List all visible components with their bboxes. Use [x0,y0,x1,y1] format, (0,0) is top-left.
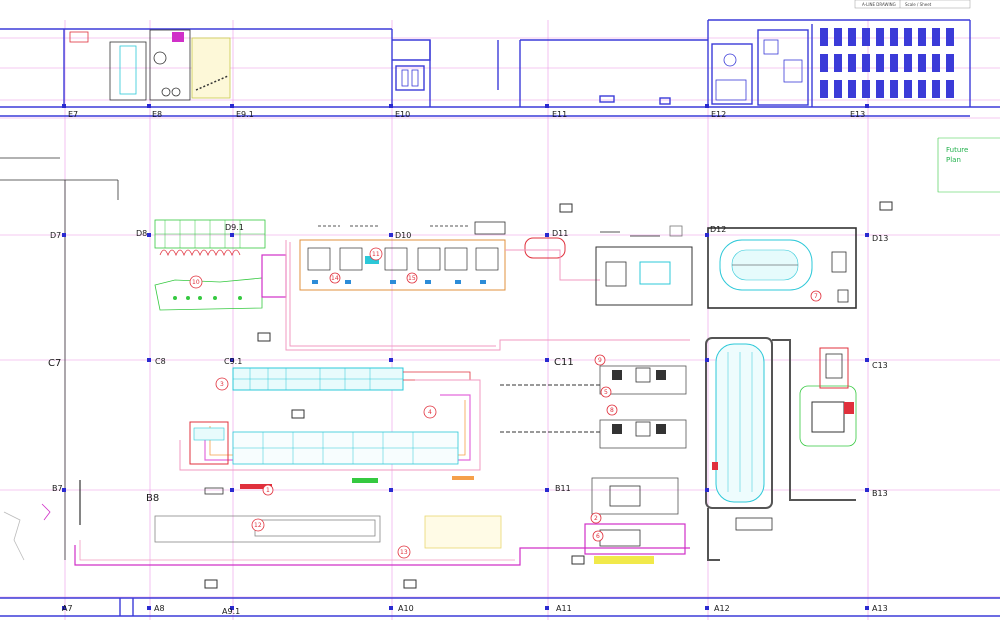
grid-label: E7 [68,110,78,119]
station-3-marker: 3 [215,377,229,391]
cyan-line-c8 [232,367,471,391]
future-note-line2: Plan [946,156,961,164]
svg-text:15: 15 [408,275,416,282]
left-boundary [0,157,119,560]
assembly-line-top [299,221,566,291]
grid-label: D11 [552,229,568,238]
grid-label: E11 [552,110,567,119]
future-note: Future Plan [937,137,1000,193]
station-15-marker: 15 [406,272,418,284]
conveyor-c12 [705,337,856,561]
title-block: A-LINE DRAWING Scale / Sheet [854,0,971,9]
svg-text:3: 3 [220,381,224,388]
storage-racks [820,28,954,98]
station-12-marker: 12 [251,518,265,532]
future-note-line1: Future [946,146,968,154]
grid-label: A13 [872,604,888,613]
station-5-marker: 5 [600,386,612,398]
grid-label: E10 [395,110,410,119]
svg-text:11: 11 [372,251,380,258]
grid-label: B7 [52,484,63,493]
workbench-line [189,421,474,495]
grid-labels-top: E7 E8 E9.1 E10 E11 E12 E13 [68,110,865,119]
test-cell-d11 [595,225,693,306]
grid-labels-row-d: D7 D8 D9.1 D10 D11 D12 D13 [50,223,888,243]
grid-label: A12 [714,604,730,613]
svg-text:1: 1 [266,487,270,494]
station-7-marker: 7 [810,290,822,302]
station-11-marker: 11 [369,247,383,261]
title-block-right: Scale / Sheet [905,2,932,7]
grid-label: C13 [872,361,888,370]
svg-text:5: 5 [604,389,608,396]
grid-label: A11 [556,604,572,613]
svg-text:4: 4 [428,409,432,416]
green-station-top [154,219,287,311]
grid-label: E8 [152,110,162,119]
grid-label: A10 [398,604,414,613]
svg-text:13: 13 [400,549,408,556]
column-markers [62,104,869,610]
grid-lines [0,20,1000,620]
stations-c11 [500,365,687,449]
grid-label: E12 [711,110,726,119]
station-14-marker: 14 [329,272,341,284]
grid-label: B8 [146,493,159,504]
grid-label: C11 [554,357,574,368]
grid-labels-row-c: C7 C8 C9.1 C11 C13 [48,357,888,370]
grid-label: C9.1 [224,357,242,366]
grid-label: D7 [50,231,61,240]
svg-text:9: 9 [598,357,602,364]
svg-text:12: 12 [254,522,262,529]
utility-room [69,29,231,101]
grid-label: C7 [48,358,61,369]
grid-label: E13 [850,110,865,119]
grid-label: D10 [395,231,411,240]
lower-line [74,480,690,566]
left-sketch [3,503,51,561]
svg-text:10: 10 [192,279,200,286]
grid-label: C8 [155,357,166,366]
grid-label: E9.1 [236,110,254,119]
station-8-marker: 8 [606,404,618,416]
building-walls [0,19,1000,617]
grid-labels-bottom: A7 A8 A9.1 A10 A11 A12 A13 [62,604,888,616]
office-furniture [401,39,803,101]
cell-d12 [707,227,857,309]
grid-label: D12 [710,225,726,234]
title-block-left: A-LINE DRAWING [862,2,896,7]
station-1-marker: 1 [262,484,274,496]
svg-text:14: 14 [331,275,339,282]
grid-label: D8 [136,229,147,238]
grid-label: A8 [154,604,165,613]
svg-text:6: 6 [596,533,600,540]
station-2-marker: 2 [590,512,602,524]
green-station-c13 [799,347,857,447]
grid-label: A9.1 [222,607,240,616]
svg-text:2: 2 [594,515,598,522]
grid-label: B13 [872,489,888,498]
station-10-marker: 10 [189,275,203,289]
grid-label: D9.1 [225,223,244,232]
station-6-marker: 6 [592,530,604,542]
svg-text:8: 8 [610,407,614,414]
grid-label: A7 [62,604,73,613]
robot-icons [204,201,893,589]
station-13-marker: 13 [397,545,411,559]
station-4-marker: 4 [423,405,437,419]
grid-label: D13 [872,234,888,243]
grid-label: B11 [555,484,571,493]
station-callouts: 1 2 3 4 5 6 7 8 9 10 11 12 13 14 15 [189,247,822,559]
grid-labels-row-b: B7 B8 B11 B13 [52,484,888,504]
station-9-marker: 9 [594,354,606,366]
svg-text:7: 7 [814,293,818,300]
conveyor-upper [285,240,690,351]
